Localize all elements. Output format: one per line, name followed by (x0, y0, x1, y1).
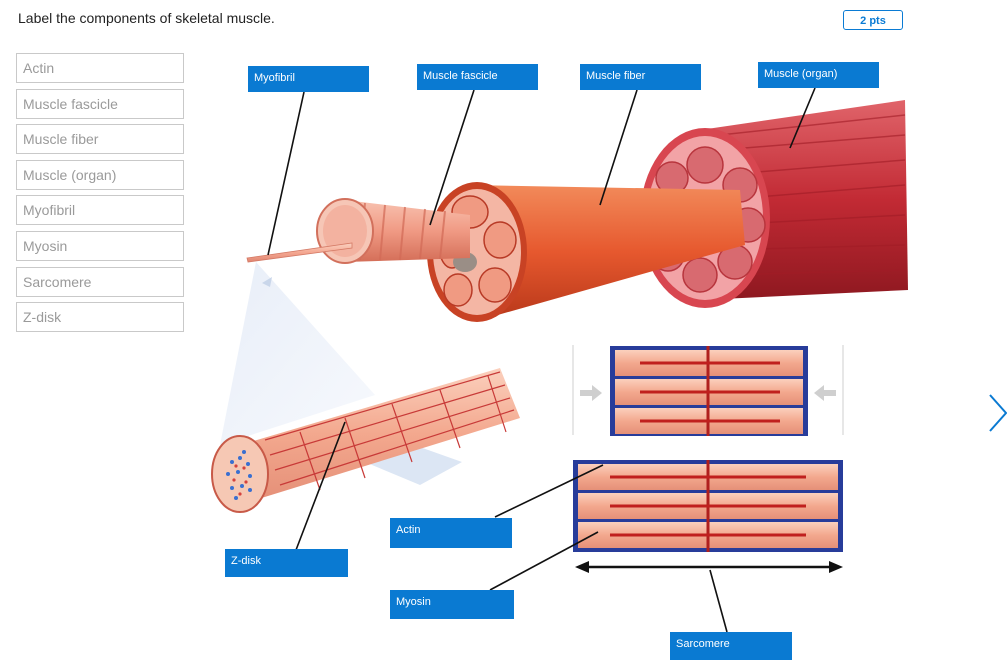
label-target-muscle-organ[interactable]: Muscle (organ) (758, 62, 879, 88)
arrow-head-right-icon (829, 561, 843, 573)
arrow-left-icon (814, 385, 836, 401)
label-target-myofibril[interactable]: Myofibril (248, 66, 369, 92)
contracted-sarcomere-illustration (573, 345, 843, 436)
label-target-muscle-fascicle[interactable]: Muscle fascicle (417, 64, 538, 90)
arrow-right-icon (580, 385, 602, 401)
label-target-actin[interactable]: Actin (390, 518, 512, 548)
arrow-head-left-icon (575, 561, 589, 573)
relaxed-sarcomere-illustration (573, 460, 843, 573)
chevron-right-icon[interactable] (988, 393, 1007, 433)
label-target-muscle-fiber[interactable]: Muscle fiber (580, 64, 701, 90)
label-target-sarcomere[interactable]: Sarcomere (670, 632, 792, 660)
label-target-myosin[interactable]: Myosin (390, 590, 514, 619)
label-target-z-disk[interactable]: Z-disk (225, 549, 348, 577)
